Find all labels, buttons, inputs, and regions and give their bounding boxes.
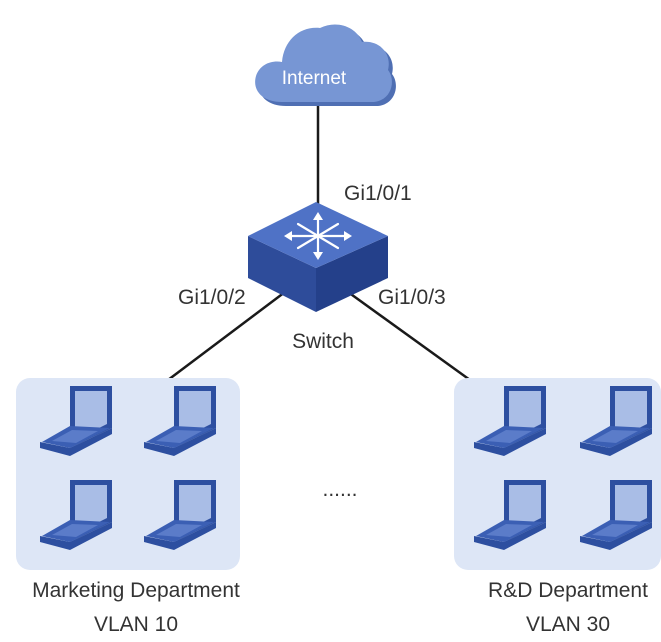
- rd-group-caption: R&D Department VLAN 30: [488, 574, 648, 642]
- switch-rd-link: [347, 290, 471, 382]
- port-label-left: Gi1/0/2: [178, 286, 246, 309]
- marketing-department-name: Marketing Department: [32, 579, 240, 602]
- rd-vlan-id: VLAN 30: [525, 613, 611, 636]
- marketing-laptop-icon: [40, 386, 112, 456]
- marketing-group-caption: Marketing Department VLAN 10: [32, 574, 240, 642]
- marketing-laptop-icon: [40, 480, 112, 550]
- internet-label: Internet: [281, 68, 347, 89]
- rd-laptop-icon: [474, 386, 546, 456]
- rd-laptop-icon: [580, 480, 652, 550]
- internet-cloud-icon: [255, 24, 396, 106]
- port-label-uplink: Gi1/0/1: [344, 182, 412, 205]
- switch-icon: [248, 202, 388, 312]
- port-label-right: Gi1/0/3: [378, 286, 446, 309]
- rd-department-name: R&D Department: [488, 579, 648, 602]
- switch-marketing-link: [167, 291, 286, 381]
- ellipsis-label: ......: [322, 478, 358, 501]
- rd-laptop-icon: [580, 386, 652, 456]
- marketing-vlan-id: VLAN 10: [93, 613, 179, 636]
- switch-label: Switch: [292, 330, 354, 353]
- marketing-laptop-icon: [144, 386, 216, 456]
- marketing-laptop-icon: [144, 480, 216, 550]
- rd-laptop-icon: [474, 480, 546, 550]
